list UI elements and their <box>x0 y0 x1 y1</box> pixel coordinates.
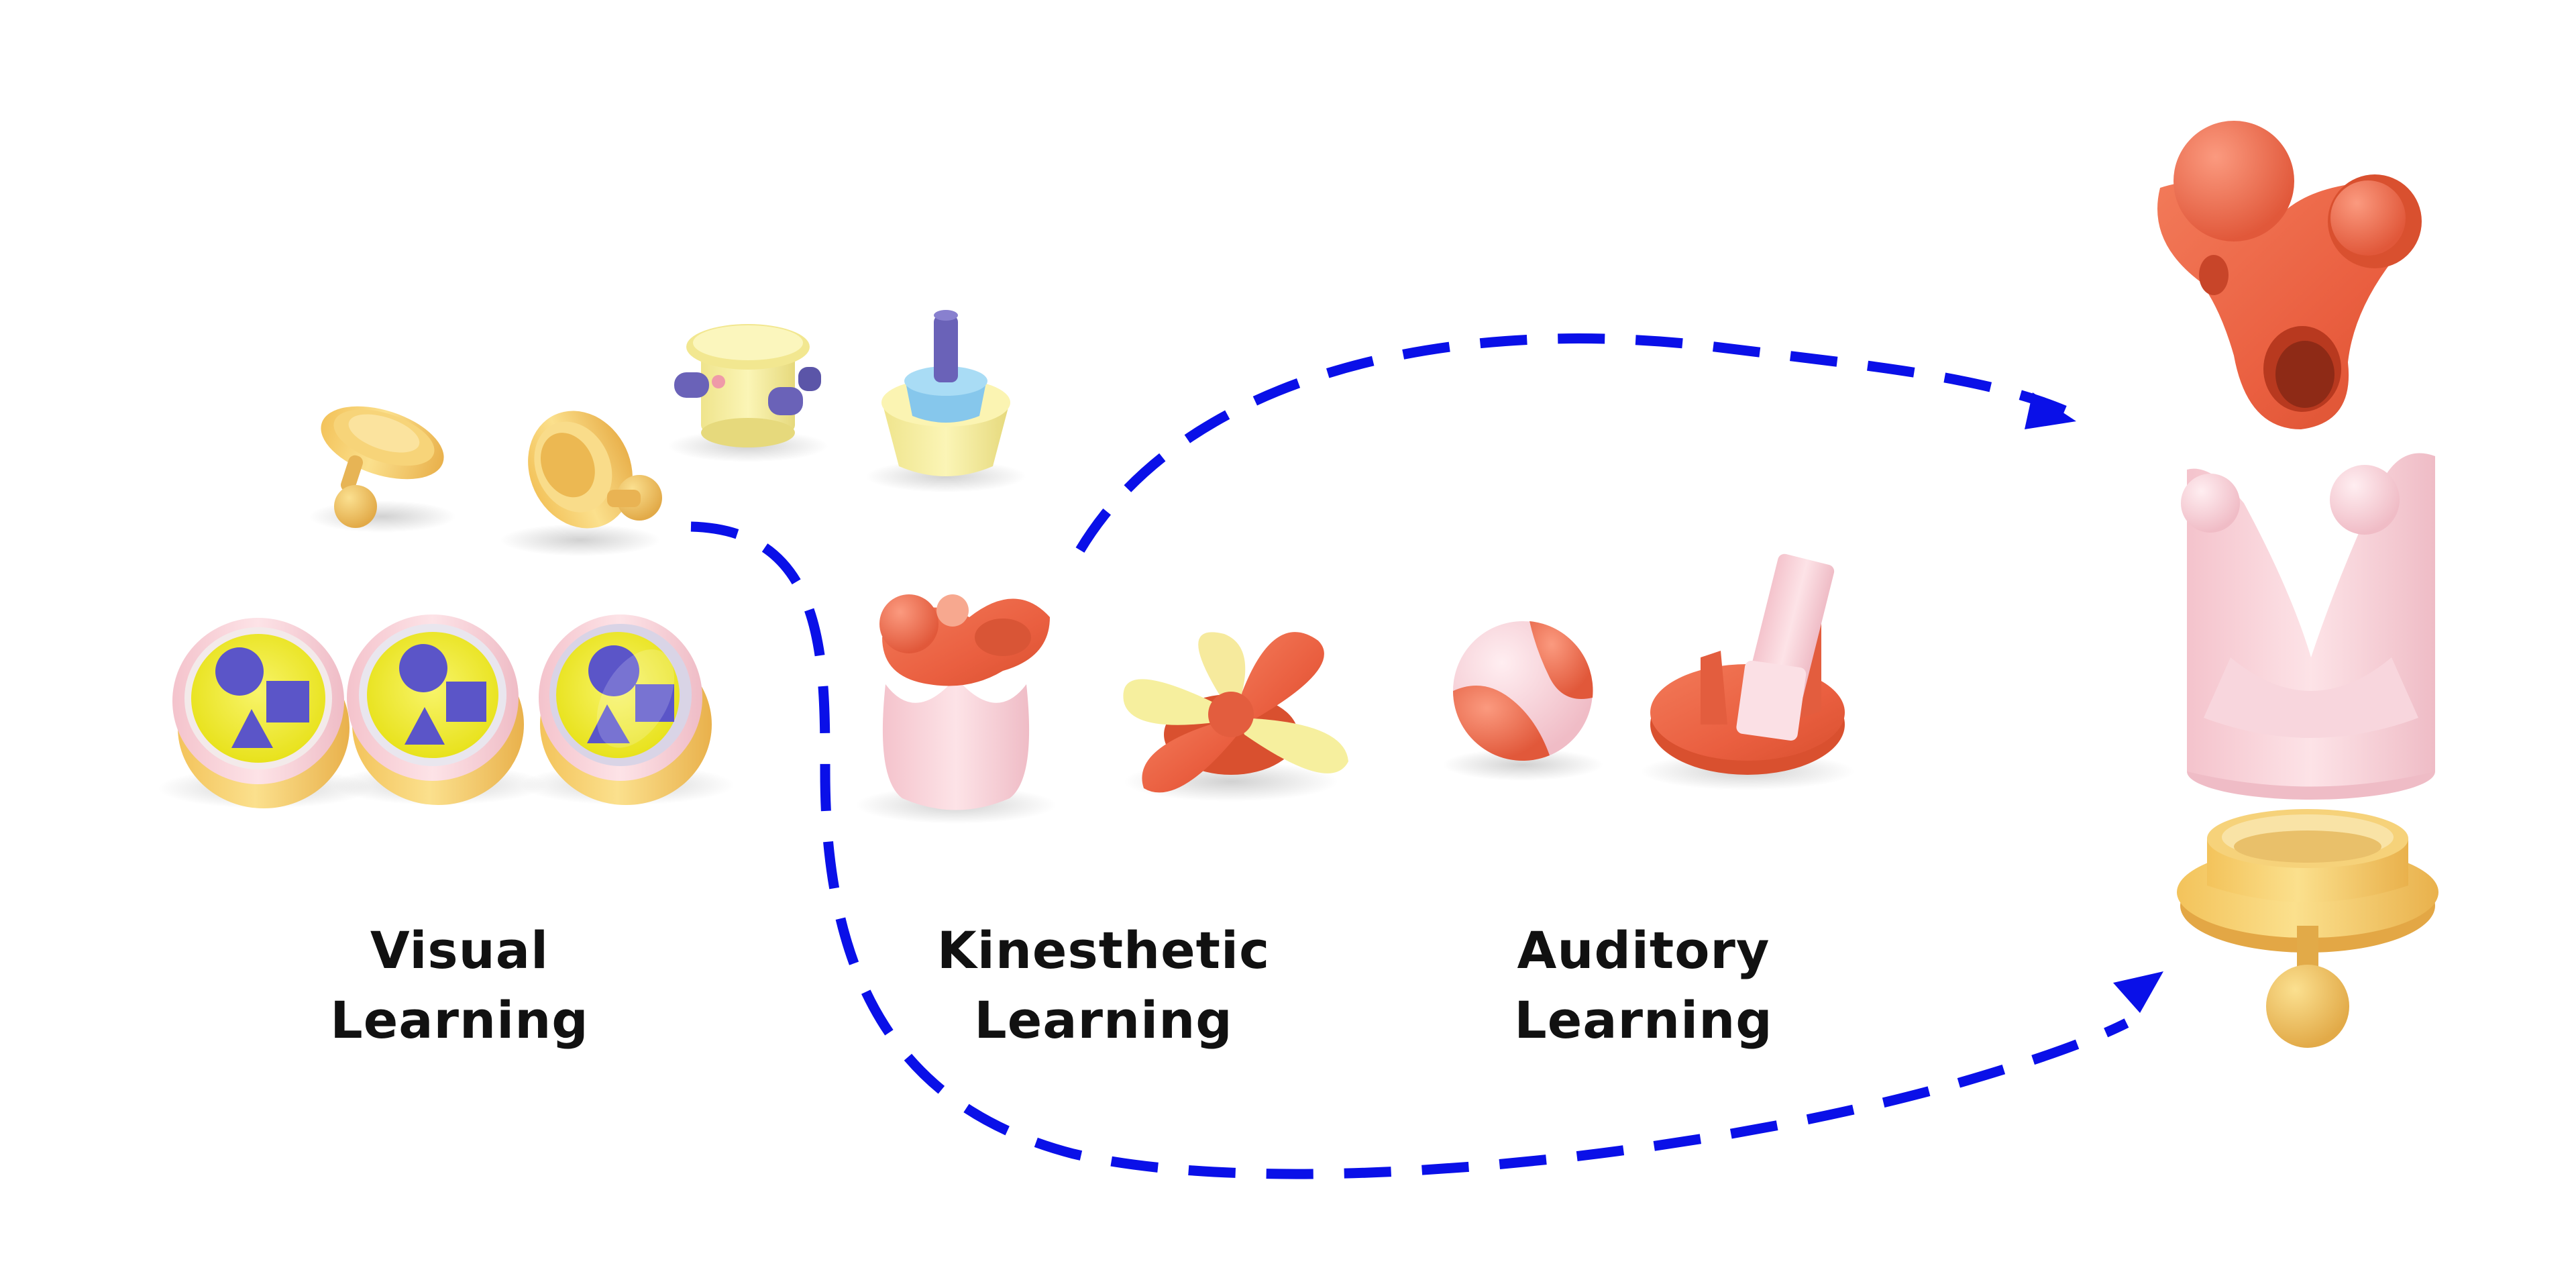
visual-pieces <box>309 310 1026 556</box>
arrow-head-bottom <box>2113 971 2163 1013</box>
threaded-cap <box>500 394 662 556</box>
shape-lens-buttons <box>158 614 735 808</box>
label-visual-learning: Visual Learning <box>258 916 661 1055</box>
ball-crown-piece <box>855 594 1057 824</box>
blue-nozzle-cap <box>865 310 1026 492</box>
label-kinesthetic-learning: Kinesthetic Learning <box>902 916 1305 1055</box>
assembly <box>2157 121 2438 1048</box>
shape-lens-button <box>520 614 735 805</box>
flap-base <box>1640 553 1855 790</box>
label-kinesthetic-line1: Kinesthetic <box>902 916 1305 985</box>
middle-module <box>2181 453 2435 800</box>
propeller <box>1123 632 1348 802</box>
label-auditory-learning: Auditory Learning <box>1442 916 1845 1055</box>
auditory-pieces <box>1442 553 1855 790</box>
label-visual-line1: Visual <box>258 916 661 985</box>
label-visual-line2: Learning <box>258 985 661 1055</box>
arrow-kinesthetic-to-top-module <box>1080 339 2070 550</box>
kinesthetic-pieces <box>855 594 1348 824</box>
base-module <box>2177 809 2438 1048</box>
top-module <box>2157 121 2422 429</box>
arrow-head-top <box>2025 392 2076 429</box>
shape-lens-button <box>332 614 547 805</box>
split-ball <box>1442 621 1603 781</box>
label-kinesthetic-line2: Learning <box>902 985 1305 1055</box>
label-auditory-line2: Learning <box>1442 985 1845 1055</box>
label-auditory-line1: Auditory <box>1442 916 1845 985</box>
stem-base-disc <box>309 392 456 533</box>
pegged-cylinder <box>667 324 828 462</box>
